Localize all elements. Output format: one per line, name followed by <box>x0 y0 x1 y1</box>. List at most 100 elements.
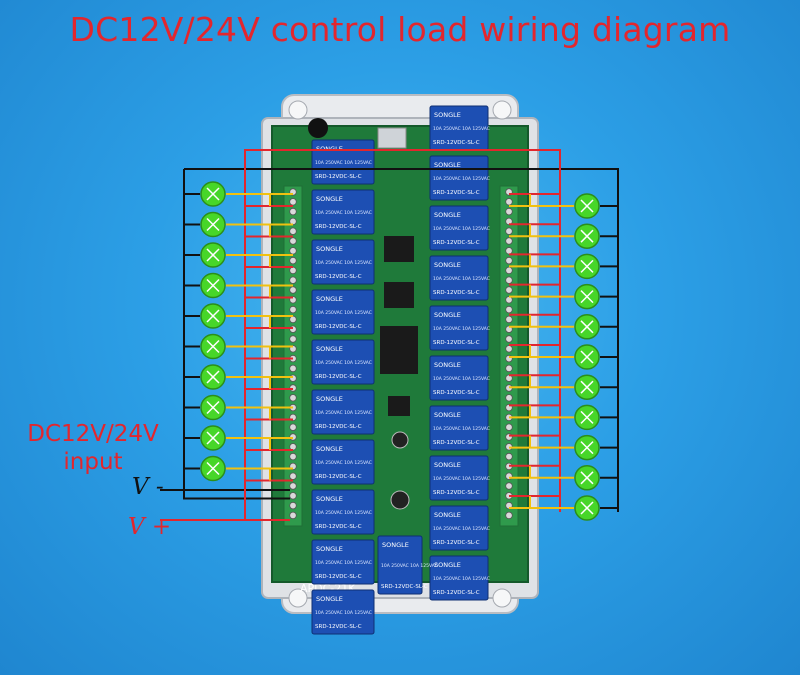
dc-input-word: input <box>63 449 123 475</box>
terminal-screw <box>505 256 513 265</box>
terminal-screw <box>289 286 297 294</box>
terminal-screw <box>289 305 297 314</box>
terminal-screw <box>505 207 513 216</box>
terminal-screw <box>505 511 513 520</box>
relay-brand-text: SONGLE <box>434 211 461 219</box>
lamp-icon <box>574 223 600 249</box>
lamp-cross <box>206 278 220 293</box>
relay-brand-text: SONGLE <box>316 195 343 203</box>
v-plus-label: V + <box>128 514 172 540</box>
chip-icon <box>388 396 410 416</box>
relay-model-text: SRD-12VDC-SL-C <box>433 590 480 596</box>
wiring <box>160 149 619 521</box>
relay-body <box>429 405 489 451</box>
lamp-cross <box>206 339 220 354</box>
lamp-cross <box>580 350 594 364</box>
terminal-screw <box>289 423 297 431</box>
terminal-screw <box>505 227 513 235</box>
terminal-screw <box>289 394 297 402</box>
lamp-cross <box>580 441 594 455</box>
relay-model-text: SRD-12VDC-SL-C <box>433 440 480 446</box>
lamp-cross <box>206 370 220 384</box>
lamp-cross <box>580 259 594 273</box>
relay-body <box>377 535 423 595</box>
terminal-screws <box>289 188 513 520</box>
dc-input-voltage-text: DC12V/24V <box>27 421 159 447</box>
relay-brand-text: SONGLE <box>316 495 343 503</box>
relay-brand-text: SONGLE <box>434 561 461 569</box>
relay-array: SONGLE SRD-12VDC-SL-C 10A 250VAC 10A 125VA… <box>311 105 490 635</box>
relay-body <box>311 189 375 235</box>
relay-body <box>429 205 489 251</box>
lamp-icon <box>574 374 600 400</box>
lamp-icon <box>200 181 226 207</box>
lamp-cross <box>206 431 220 445</box>
lamp-cross <box>206 217 220 232</box>
relay-brand-text: SONGLE <box>434 511 461 519</box>
relay-rating-text: 10A 250VAC 10A 125VAC <box>433 576 490 582</box>
relay-body <box>429 455 489 501</box>
terminal-screw <box>505 237 513 245</box>
v-minus-label: V - <box>132 474 164 500</box>
relay-model-text: SRD-12VDC-SL-C <box>433 240 480 246</box>
relay-icon: SONGLE SRD-12VDC-SL-C 10A 250VAC 10A 125VA… <box>429 555 490 601</box>
relay-brand-text: SONGLE <box>316 445 343 453</box>
terminal-screw <box>289 492 297 500</box>
relay-rating-text: 10A 250VAC 10A 125VAC <box>315 610 372 616</box>
lamp-icon <box>574 404 600 431</box>
diagram-title: DC12V/24V control load wiring diagram <box>69 10 731 49</box>
terminal-screw <box>289 256 297 265</box>
relay-rating-text: 10A 250VAC 10A 125VAC <box>315 310 372 316</box>
terminal-screw <box>505 286 513 294</box>
relay-body <box>429 505 489 551</box>
lamp-icon <box>200 425 226 451</box>
terminal-screw <box>289 198 297 206</box>
terminal-screw <box>505 364 513 373</box>
relay-model-text: SRD-12VDC-SL-C <box>315 474 362 480</box>
terminal-screw <box>289 374 297 382</box>
positive-bus <box>160 149 561 521</box>
terminal-screw <box>505 247 513 255</box>
relay-model-text: SRD-12VDC-SL-C <box>433 490 480 496</box>
lamp-cross <box>580 199 594 213</box>
relay-rating-text: 10A 250VAC 10A 125VAC <box>315 460 372 466</box>
relay-body <box>429 155 489 201</box>
power-connector-icon <box>377 127 407 149</box>
lamp-cross <box>580 471 594 485</box>
relay-brand-text: SONGLE <box>434 361 461 369</box>
relay-brand-text: SONGLE <box>316 595 343 603</box>
terminal-screw <box>505 315 513 324</box>
relay-brand-text: SONGLE <box>316 395 343 403</box>
terminal-screw <box>289 472 297 480</box>
control-circuit <box>377 127 418 510</box>
lamp-icon <box>574 253 600 280</box>
relay-icon: SONGLE SRD-12VDC-SL-C 10A 250VAC 10A 125VA… <box>311 439 375 485</box>
relay-model-text: SRD-12VDC-SL-C <box>315 324 362 330</box>
terminal-screw <box>505 266 513 275</box>
lamp-icon <box>574 314 600 340</box>
terminal-screw <box>289 237 297 245</box>
relay-model-text: SRD-12VDC-SL-C <box>433 540 480 546</box>
terminal-screw <box>505 305 513 314</box>
relay-rating-text: 10A 250VAC 10A 125VAC <box>433 476 490 482</box>
relay-body <box>311 489 375 535</box>
relay-rating-text: 10A 250VAC 10A 125VAC <box>433 276 490 282</box>
relay-model-text: SRD-12VDC-SL-C <box>433 390 480 396</box>
terminal-screw <box>505 276 513 284</box>
relay-model-text: SRD-12VDC-SL-C <box>315 524 362 530</box>
lamp-icon <box>200 211 226 238</box>
capacitor-icon <box>390 490 410 510</box>
relay-body <box>311 439 375 485</box>
relay-rating-text: 10A 250VAC 10A 125VAC <box>433 176 490 182</box>
lamp-icon <box>574 193 600 219</box>
lamp-icon <box>200 364 226 390</box>
terminal-screw <box>289 482 297 490</box>
